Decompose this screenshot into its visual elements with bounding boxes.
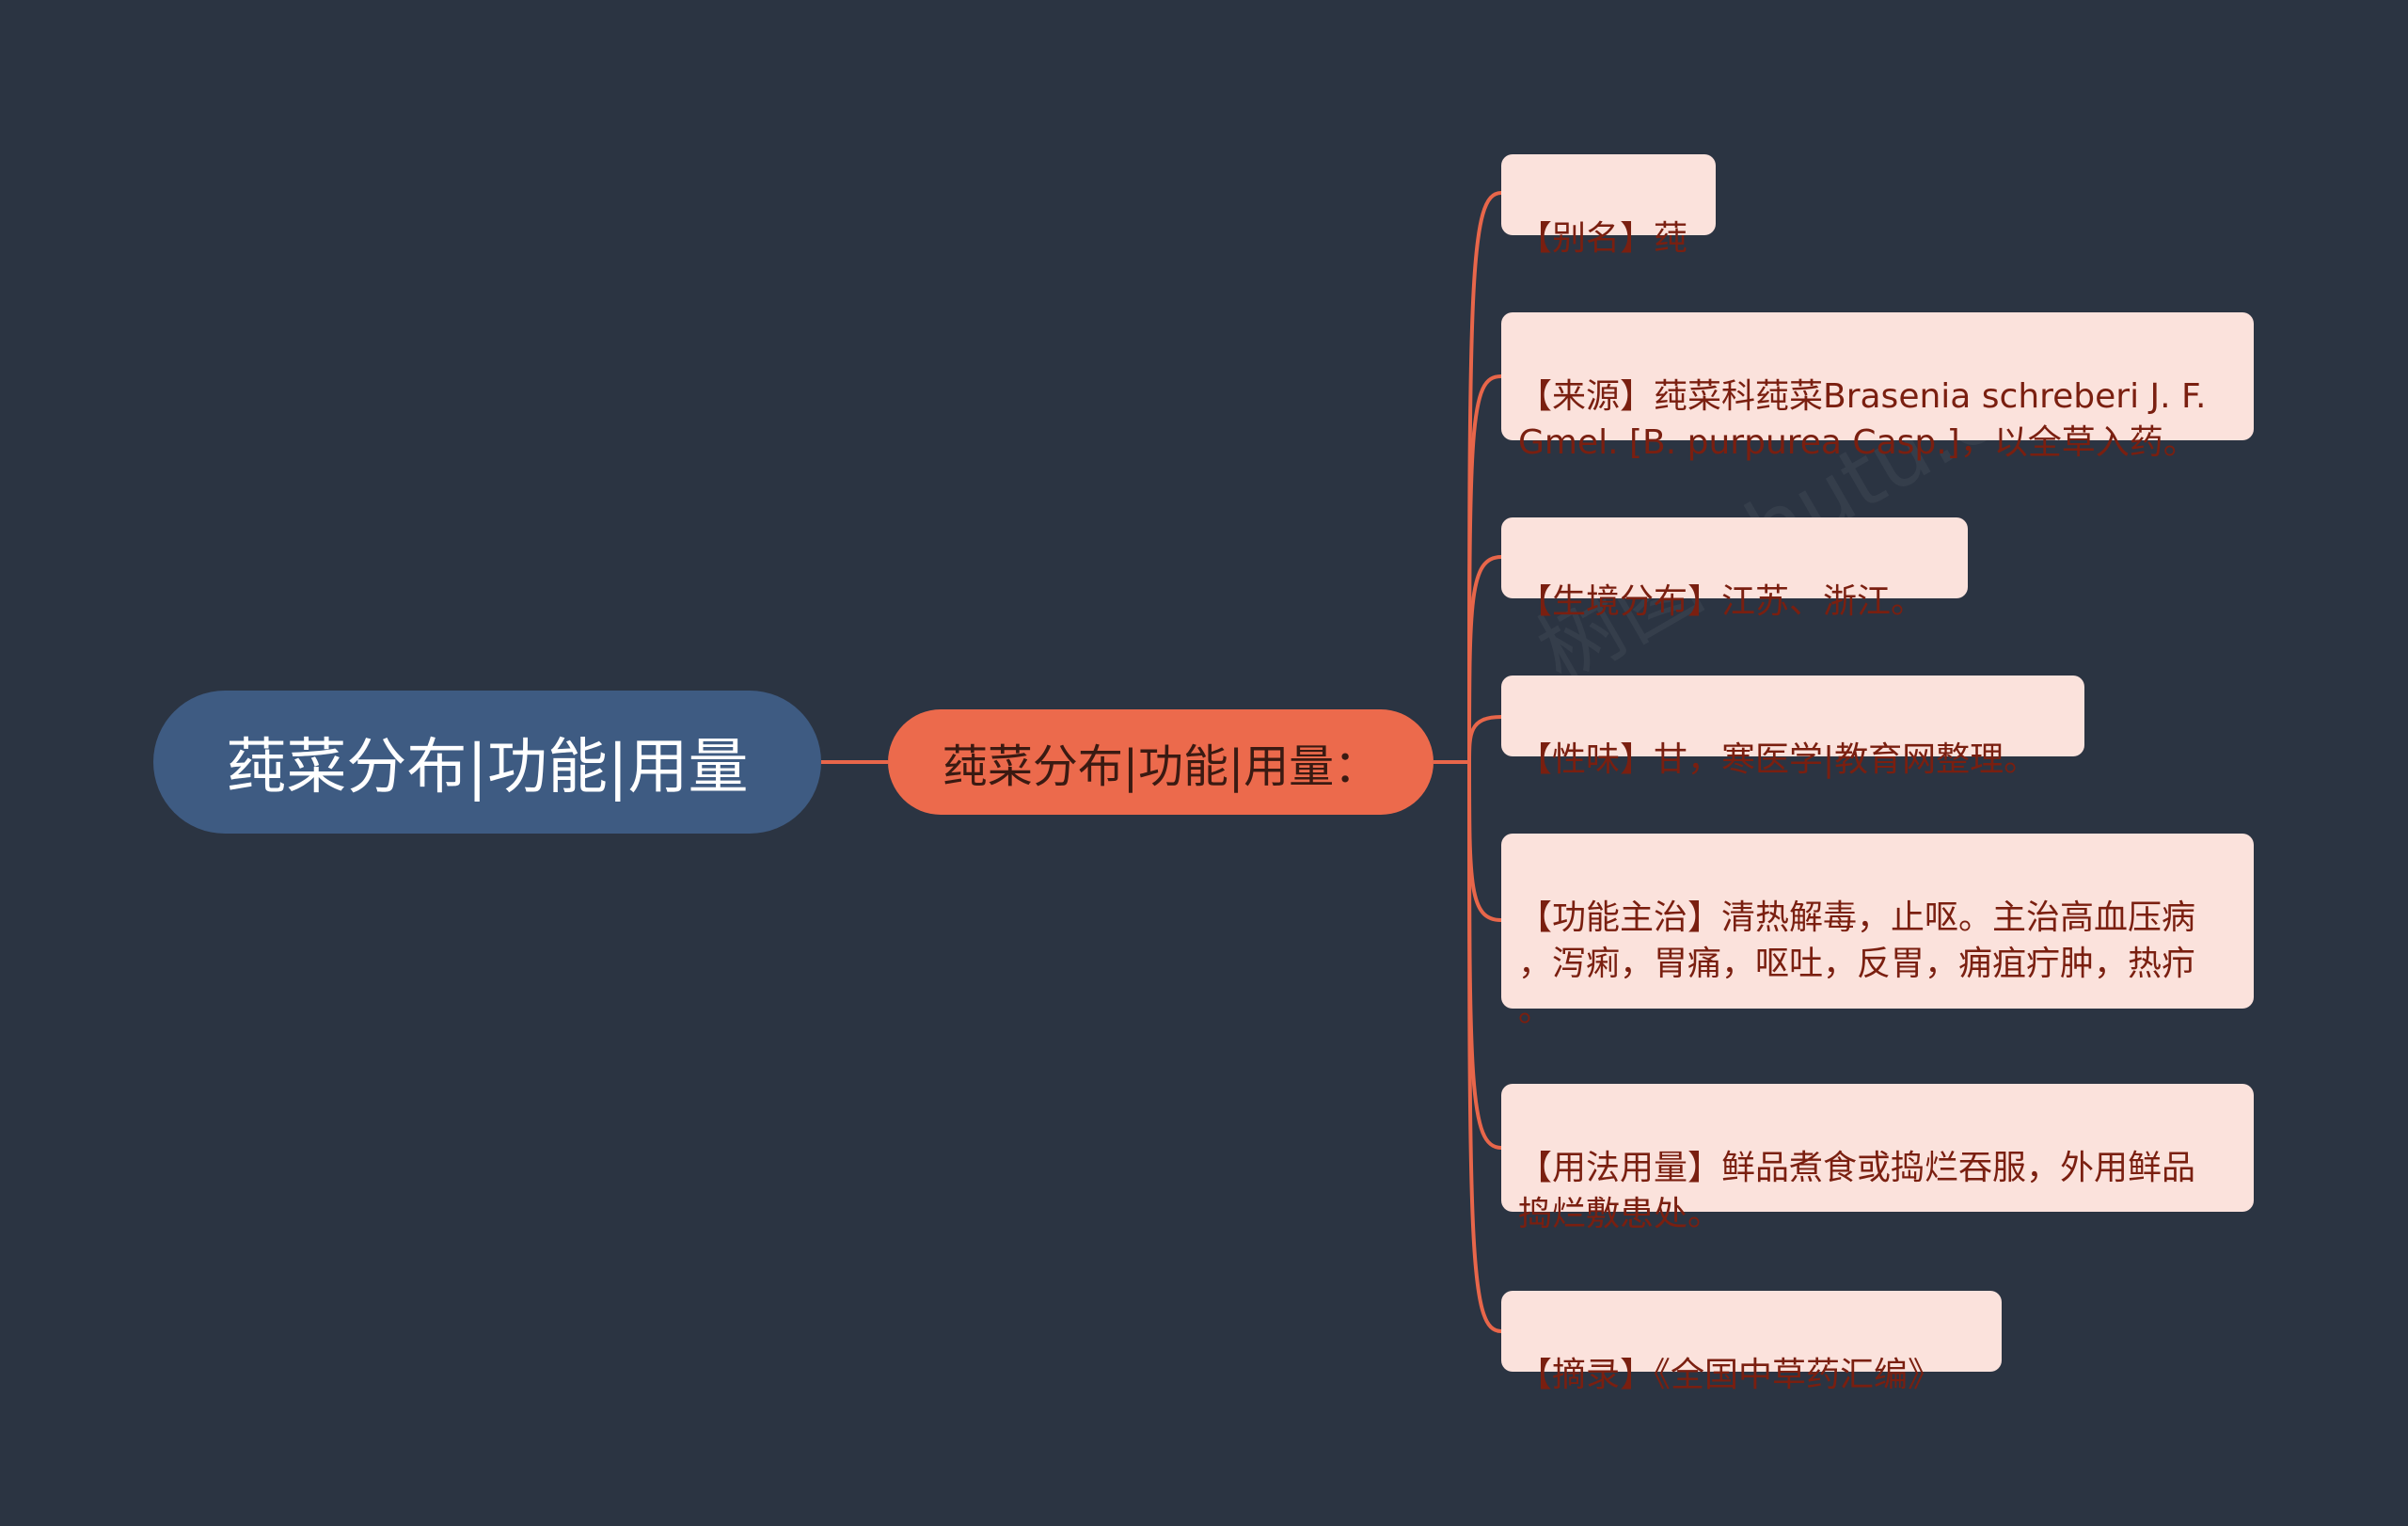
leaf-node-alias[interactable]: 【别名】莼 [1501, 154, 1716, 258]
leaf-label: 【生境分布】江苏、浙江。 [1518, 582, 1925, 621]
leaf-label: 【用法用量】鲜品煮食或捣烂吞服，外用鲜品 捣烂敷患处。 [1518, 1149, 2196, 1233]
branch-topic-label: 莼菜分布|功能|用量： [942, 740, 1380, 793]
leaf-label: 【别名】莼 [1518, 219, 1688, 258]
leaf-connector-1 [1467, 191, 1502, 763]
leaf-node-excerpt[interactable]: 【摘录】《全国中草药汇编》 [1501, 1291, 2002, 1394]
leaf-label: 【摘录】《全国中草药汇编》 [1518, 1356, 1942, 1394]
leaf-label: 【性味】甘，寒医学|教育网整理。 [1518, 740, 2038, 779]
leaf-connector-2 [1467, 374, 1502, 763]
leaf-node-taste[interactable]: 【性味】甘，寒医学|教育网整理。 [1501, 676, 2084, 779]
leaf-label: 【来源】莼菜科莼菜Brasenia schreberi J. F. Gmel. … [1518, 377, 2207, 462]
root-topic-label: 莼菜分布|功能|用量 [226, 733, 749, 803]
leaf-connector-4 [1467, 715, 1502, 763]
leaf-node-source[interactable]: 【来源】莼菜科莼菜Brasenia schreberi J. F. Gmel. … [1501, 312, 2254, 462]
leaf-node-function[interactable]: 【功能主治】清热解毒，止呕。主治高血压病 ，泻痢，胃痛，呕吐，反胃，痈疽疔肿，热… [1501, 834, 2254, 1029]
branch-topic-node[interactable]: 莼菜分布|功能|用量： [888, 709, 1434, 815]
leaf-connector-6 [1467, 761, 1502, 1150]
leaf-label: 【功能主治】清热解毒，止呕。主治高血压病 ，泻痢，胃痛，呕吐，反胃，痈疽疔肿，热… [1518, 898, 2196, 1029]
leaf-connector-5 [1467, 761, 1502, 922]
leaf-node-dosage[interactable]: 【用法用量】鲜品煮食或捣烂吞服，外用鲜品 捣烂敷患处。 [1501, 1084, 2254, 1233]
leaf-node-habitat[interactable]: 【生境分布】江苏、浙江。 [1501, 517, 1968, 621]
leaf-connector-3 [1467, 555, 1502, 763]
root-topic-node[interactable]: 莼菜分布|功能|用量 [153, 691, 821, 834]
leaf-connector-7 [1467, 761, 1502, 1333]
